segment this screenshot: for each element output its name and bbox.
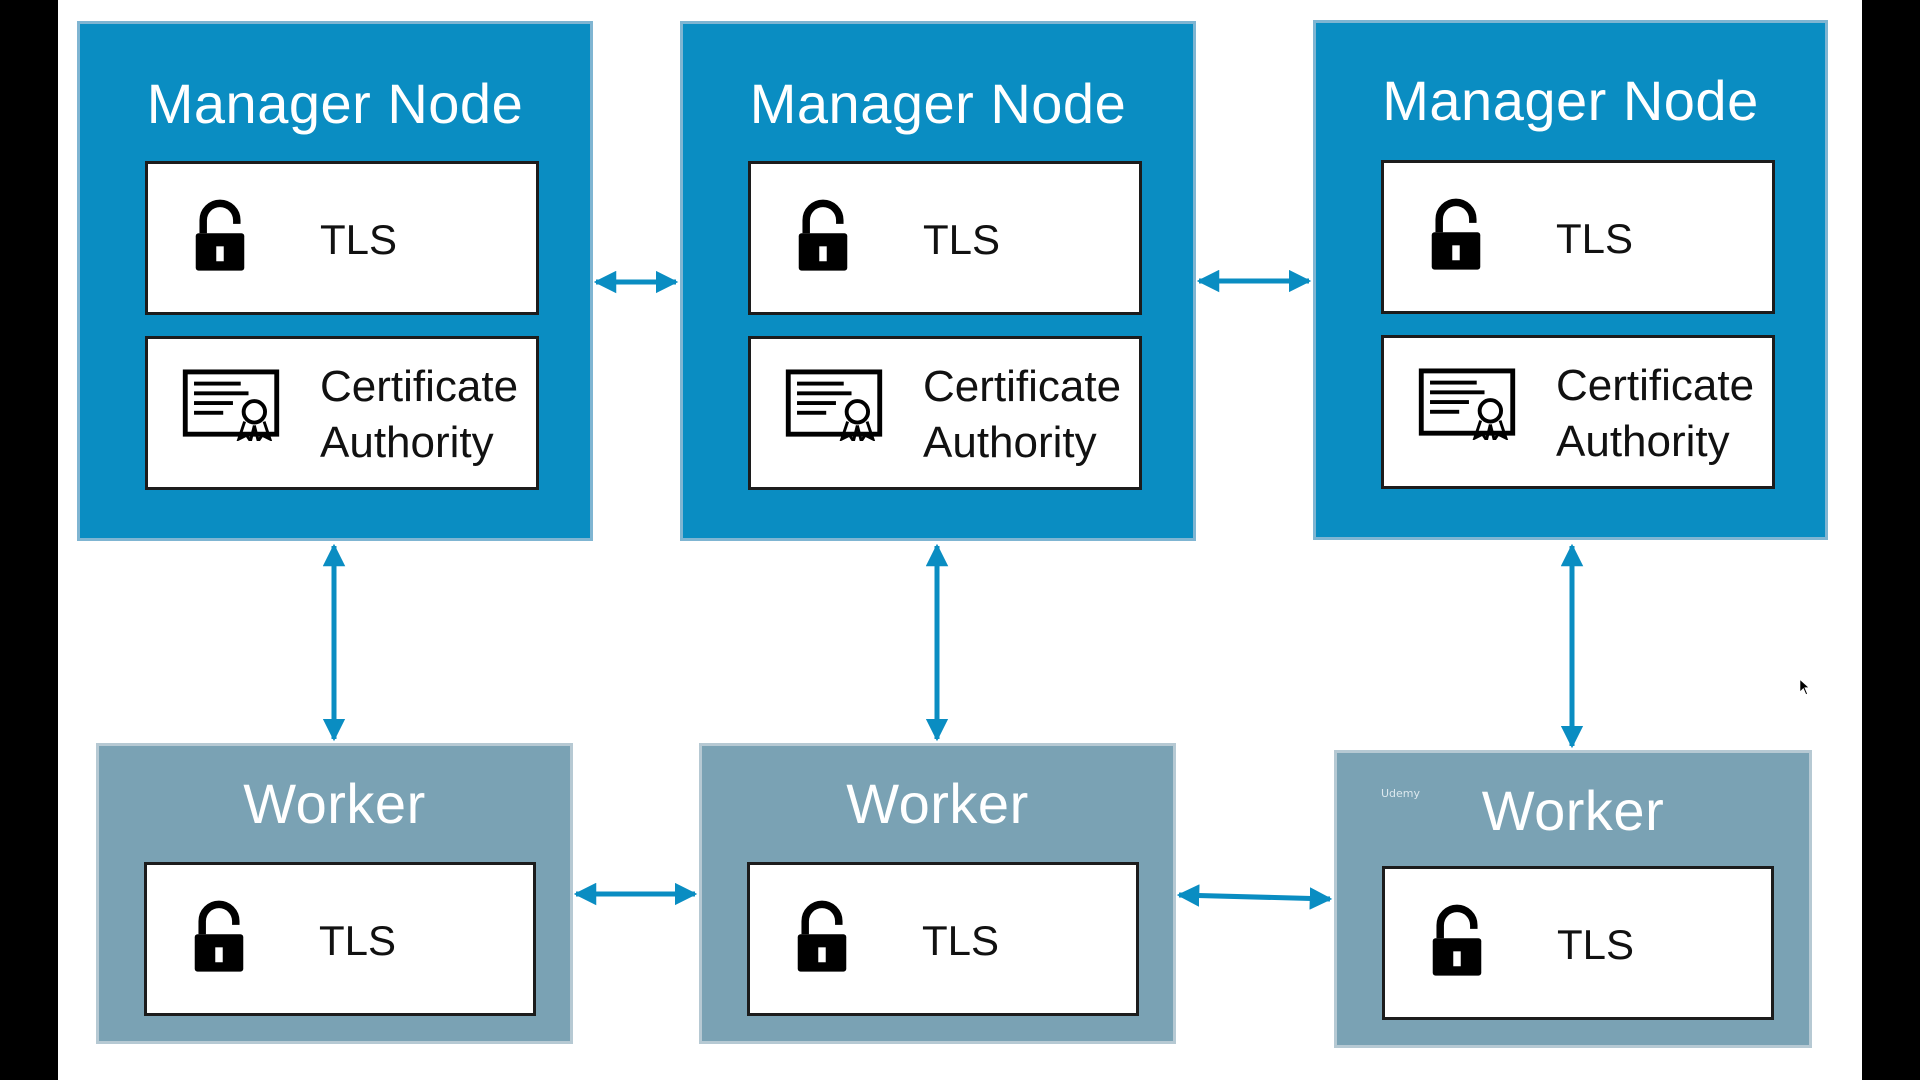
padlock-icon <box>1431 198 1481 270</box>
tls-card: TLS <box>144 862 536 1016</box>
tls-card: TLS <box>747 862 1139 1016</box>
certificate-icon <box>785 369 883 441</box>
ca-label-line2: Authority <box>320 418 494 467</box>
worker-node-title: Worker <box>243 772 426 835</box>
tls-card: TLS <box>145 161 539 315</box>
manager-node-2: Manager Node TLS Certificate Authority <box>680 21 1196 541</box>
padlock-icon <box>194 900 244 972</box>
tls-label: TLS <box>320 216 398 263</box>
worker-node-1: Worker TLS <box>96 743 573 1044</box>
manager-node-3: Manager Node TLS Certificate Authority <box>1313 20 1828 540</box>
tls-label: TLS <box>922 917 1000 964</box>
tls-card: TLS <box>748 161 1142 315</box>
ca-label-line2: Authority <box>1556 417 1730 466</box>
tls-card: TLS <box>1381 160 1775 314</box>
tls-label: TLS <box>1556 215 1634 262</box>
ca-label-line1: Certificate <box>923 362 1122 411</box>
manager-node-title: Manager Node <box>749 72 1127 135</box>
worker-node-3: Udemy Worker TLS <box>1334 750 1812 1048</box>
tls-label: TLS <box>319 917 397 964</box>
certificate-authority-card: Certificate Authority <box>145 336 539 490</box>
udemy-watermark: Udemy <box>1381 787 1421 800</box>
padlock-icon <box>1432 904 1482 976</box>
mouse-cursor-icon <box>1799 678 1811 696</box>
ca-label-line1: Certificate <box>1556 361 1755 410</box>
manager-node-1: Manager Node TLS Certificate Authority <box>77 21 593 541</box>
manager-node-title: Manager Node <box>146 72 524 135</box>
padlock-icon <box>798 199 848 271</box>
ca-label-line1: Certificate <box>320 362 519 411</box>
ca-label-line2: Authority <box>923 418 1097 467</box>
padlock-icon <box>195 199 245 271</box>
tls-label: TLS <box>923 216 1001 263</box>
padlock-icon <box>797 900 847 972</box>
manager-node-title: Manager Node <box>1382 69 1759 132</box>
tls-card: TLS <box>1382 866 1774 1020</box>
worker-node-title: Worker <box>1481 779 1665 842</box>
certificate-authority-card: Certificate Authority <box>1381 335 1775 489</box>
tls-label: TLS <box>1557 921 1635 968</box>
certificate-icon <box>182 369 280 441</box>
certificate-authority-card: Certificate Authority <box>748 336 1142 490</box>
worker-node-title: Worker <box>846 772 1029 835</box>
certificate-icon <box>1418 368 1516 440</box>
worker-node-2: Worker TLS <box>699 743 1176 1044</box>
